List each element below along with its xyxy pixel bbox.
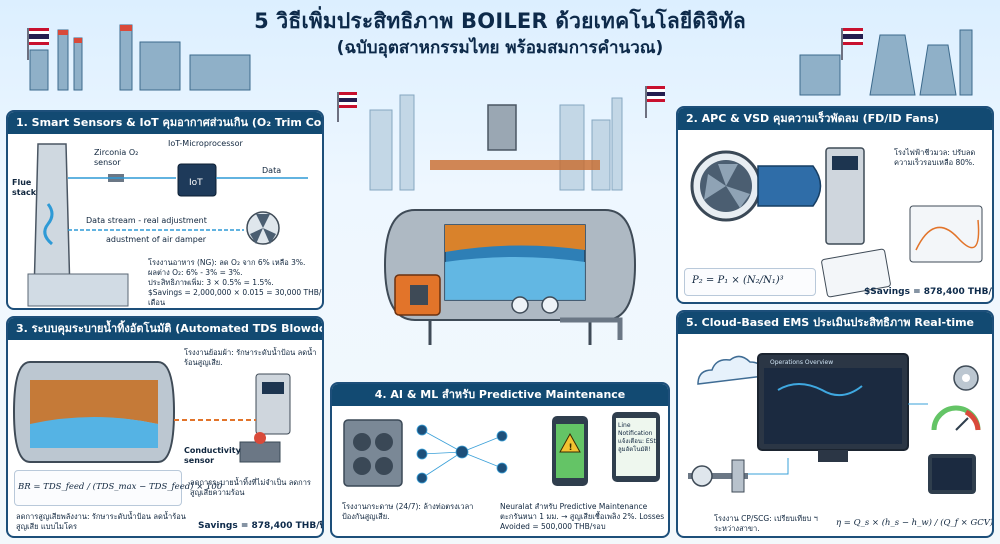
- panel-4-body: ! Line Notification แจ้งเตือน: ESt ลูมอั…: [332, 406, 668, 536]
- conductivity-sensor-label: Conductivity sensor: [184, 446, 241, 465]
- fan-icon: [690, 150, 762, 222]
- panel-2-formula-box: [684, 268, 816, 296]
- panel-1-body: IoT Flue stack Zirconia O₂ sensor IoT-Mi…: [8, 134, 322, 308]
- panel-5-body: Operations Overview โรงงาน CP/SCG: เปรีย…: [678, 334, 992, 536]
- panel-3-savings: Savings = 878,400 THB/ปี: [198, 521, 324, 531]
- valve-icon: [239, 441, 281, 463]
- thai-flag-center-left: [337, 92, 357, 122]
- cloud-icon: [697, 355, 765, 385]
- panel-1-header: 1. Smart Sensors & IoT คุมอากาศส่วนเกิน …: [8, 112, 322, 134]
- neural-network-icon: [416, 424, 508, 484]
- panel-5-diagram: [688, 353, 981, 494]
- panel-3-formula-box: [14, 470, 182, 506]
- page-title: 5 วิธีเพิ่มประสิทธิภาพ BOILER ด้วยเทคโนโ…: [254, 9, 746, 33]
- panel-3-header: 3. ระบบคุมระบายน้ำทิ้งอัตโนมัติ (Automat…: [8, 318, 322, 340]
- panel-tds-blowdown: 3. ระบบคุมระบายน้ำทิ้งอัตโนมัติ (Automat…: [6, 316, 324, 538]
- microprocessor-icon: [177, 163, 217, 197]
- gear-icon: [953, 365, 979, 391]
- data-label: Data: [262, 166, 282, 175]
- thai-flag-left: [27, 28, 49, 60]
- panel-2-note: โรงไฟฟ้าชีวมวล: ปรับลดความเร็วรอบเหลือ 8…: [894, 148, 976, 167]
- panel-1-note: โรงงานอาหาร (NG): ลด O₂ จาก 6% เหลือ 3%.…: [148, 258, 322, 308]
- motor-icon: [757, 165, 822, 207]
- panel-smart-sensors: 1. Smart Sensors & IoT คุมอากาศส่วนเกิน …: [6, 110, 324, 310]
- panel-2-formula: P₂ = P₁ × (N₂/N₁)³: [692, 275, 784, 286]
- smartphone-line-icon: [612, 412, 660, 482]
- tablet-icon: [821, 248, 891, 298]
- note-line-1: โรงงานอาหาร (NG): ลด O₂ จาก 6% เหลือ 3%.: [148, 258, 306, 267]
- thai-flag-right: [841, 28, 863, 60]
- panel-apc-vsd: 2. APC & VSD คุมความเร็วพัดลม (FD/ID Fan…: [676, 106, 994, 304]
- panel-2-savings: $Savings = 878,400 THB/ปี: [864, 287, 994, 297]
- panel-3-note-top: โรงงานย้อมผ้า: รักษาระดับน้ำป้อน ลดน้ำร้…: [184, 348, 317, 367]
- panel-3-note-mid: ลดการระบายน้ำทิ้งที่ไม่จำเป็น ลดการสูญเส…: [190, 478, 311, 497]
- title-block: 5 วิธีเพิ่มประสิทธิภาพ BOILER ด้วยเทคโนโ…: [190, 8, 810, 60]
- panel-cloud-ems: 5. Cloud-Based EMS ประเมินประสิทธิภาพ Re…: [676, 310, 994, 538]
- panel-3-diagram: [12, 361, 291, 463]
- boiler-illustration: [383, 104, 637, 345]
- data-stream-label: Data stream - real adjustment: [86, 216, 207, 225]
- iot-micro-label: IoT-Microprocessor: [168, 139, 243, 148]
- panel-2-header: 2. APC & VSD คุมความเร็วพัดลม (FD/ID Fan…: [678, 108, 992, 130]
- phone-notification-text: Line Notification แจ้งเตือน: ESt ลูมอัตโ…: [618, 422, 656, 453]
- damper-label: adustment of air damper: [106, 235, 207, 244]
- damper-fan-icon: [246, 211, 280, 245]
- panel-1-diagram: IoT: [27, 143, 308, 307]
- zirconia-label: Zirconia O₂ sensor: [94, 148, 139, 167]
- pipe-valve-icon: [688, 459, 748, 493]
- panel-3-note-bottom: ลดการสูญเสียพลังงาน: รักษาระดับน้ำป้อน ล…: [16, 512, 186, 531]
- gauge-icon: [931, 405, 981, 431]
- panel-5-note: โรงงาน CP/SCG: เปรียบเทียบ ฯ ระหว่างสาขา…: [714, 514, 818, 533]
- panel-4-diagram: !: [343, 412, 660, 487]
- panel-3-formula: BR = TDS_feed / (TDS_max − TDS_feed) × 1…: [18, 482, 223, 492]
- panel-4-note-left: โรงงานกระดาษ (24/7): ล้างท่อตรงเวลา ป้อง…: [342, 502, 474, 521]
- panel-2-body: โรงไฟฟ้าชีวมวล: ปรับลดความเร็วรอบเหลือ 8…: [678, 130, 992, 302]
- panel-3-body: โรงงานย้อมผ้า: รักษาระดับน้ำป้อน ลดน้ำร้…: [8, 340, 322, 536]
- monitor-icon: [909, 205, 983, 263]
- panel-ai-ml: 4. AI & ML สำหรับ Predictive Maintenance…: [330, 382, 670, 538]
- panel-5-header: 5. Cloud-Based EMS ประเมินประสิทธิภาพ Re…: [678, 312, 992, 334]
- iot-chip-label: IoT: [189, 178, 203, 188]
- dashboard-monitor-icon: [757, 353, 909, 462]
- flue-stack-label: Flue stack: [12, 178, 37, 197]
- note-line-2: ผลต่าง O₂: 6% - 3% = 3%.: [148, 268, 243, 277]
- tube-icon: [343, 419, 403, 487]
- panel-4-note-right: Neuralat สำหรับ Predictive Maintenance ต…: [500, 502, 665, 531]
- dashboard-title: Operations Overview: [770, 359, 834, 366]
- vsd-drive-icon: [825, 147, 865, 245]
- thai-flag-center-right: [645, 86, 665, 118]
- smartphone-warning-icon: !: [552, 416, 588, 486]
- panel-4-header: 4. AI & ML สำหรับ Predictive Maintenance: [332, 384, 668, 406]
- svg-text:!: !: [569, 443, 573, 453]
- panel-2-diagram: [690, 147, 983, 298]
- panel-5-formula: η = Q_s × (h_s − h_w) / (Q_f × GCV) × 10…: [836, 518, 994, 528]
- note-line-4: $Savings = 2,000,000 × 0.015 = 30,000 TH…: [148, 288, 322, 307]
- tablet-icon: [928, 454, 976, 494]
- page-subtitle: (ฉบับอุตสาหกรรมไทย พร้อมสมการคำนวณ): [336, 38, 664, 58]
- note-line-3: ประสิทธิภาพเพิ่ม: 3 × 0.5% = 1.5%.: [148, 278, 274, 287]
